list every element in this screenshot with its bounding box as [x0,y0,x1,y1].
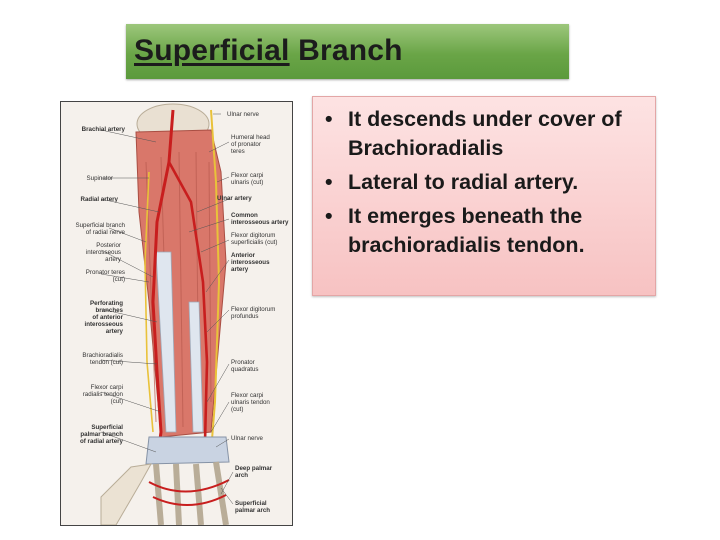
forearm-drawing [100,103,234,525]
bullet-text-box: It descends under cover of Brachioradial… [312,96,656,296]
label-brachioradialis-tendon: Brachioradialis tendon (cut) [82,352,123,366]
bullet-item: It descends under cover of Brachioradial… [323,105,653,163]
title-underlined-word: Superficial [134,34,290,67]
slide-title: Superficial Branch [134,34,403,68]
bullet-list: It descends under cover of Brachioradial… [323,105,653,265]
label-superficial-palmar-branch: Superficial palmar branch of radial arte… [80,424,123,445]
label-perforating-branches: Perforating branches of anterior interos… [84,300,123,335]
bullet-item: Lateral to radial artery. [323,168,653,197]
label-anterior-interosseous-artery: Anterior interosseous artery [231,252,270,273]
label-flexor-carpi-ulnaris: Flexor carpi ulnaris (cut) [231,172,264,186]
label-pronator-quadratus: Pronator quadratus [231,359,259,373]
label-superficial-palmar-arch: Superficial palmar arch [235,500,271,514]
title-rest: Branch [289,34,403,67]
label-superficial-branch-radial-nerve: Superficial branch of radial nerve [75,222,125,236]
label-ulnar-nerve-top: Ulnar nerve [227,111,259,118]
label-ulnar-nerve-bottom: Ulnar nerve [231,435,263,442]
label-supinator: Supinator [86,175,114,182]
title-bar: Superficial Branch [126,24,569,79]
label-radial-artery: Radial artery [80,196,119,203]
label-deep-palmar-arch: Deep palmar arch [235,465,273,479]
label-brachial-artery: Brachial artery [81,126,125,133]
label-flexor-carpi-ulnaris-tendon: Flexor carpi ulnaris tendon (cut) [231,392,270,413]
label-pronator-teres: Pronator teres (cut) [85,269,125,283]
label-flexor-digitorum-profundus: Flexor digitorum profundus [231,306,276,320]
label-ulnar-artery: Ulnar artery [217,195,252,202]
forearm-anatomy-illustration: Brachial artery Supinator Radial artery … [60,101,293,526]
bullet-item: It emerges beneath the brachioradialis t… [323,202,653,260]
label-common-interosseous-artery: Common interosseous artery [231,212,289,226]
label-flexor-carpi-radialis-tendon: Flexor carpi radialis tendon (cut) [82,384,123,405]
label-humeral-head-pronator-teres: Humeral head of pronator teres [231,134,270,155]
label-flexor-digitorum-superficialis: Flexor digitorum superficialis (cut) [231,232,278,246]
label-posterior-interosseous-artery: Posterior interosseous artery [85,242,121,263]
